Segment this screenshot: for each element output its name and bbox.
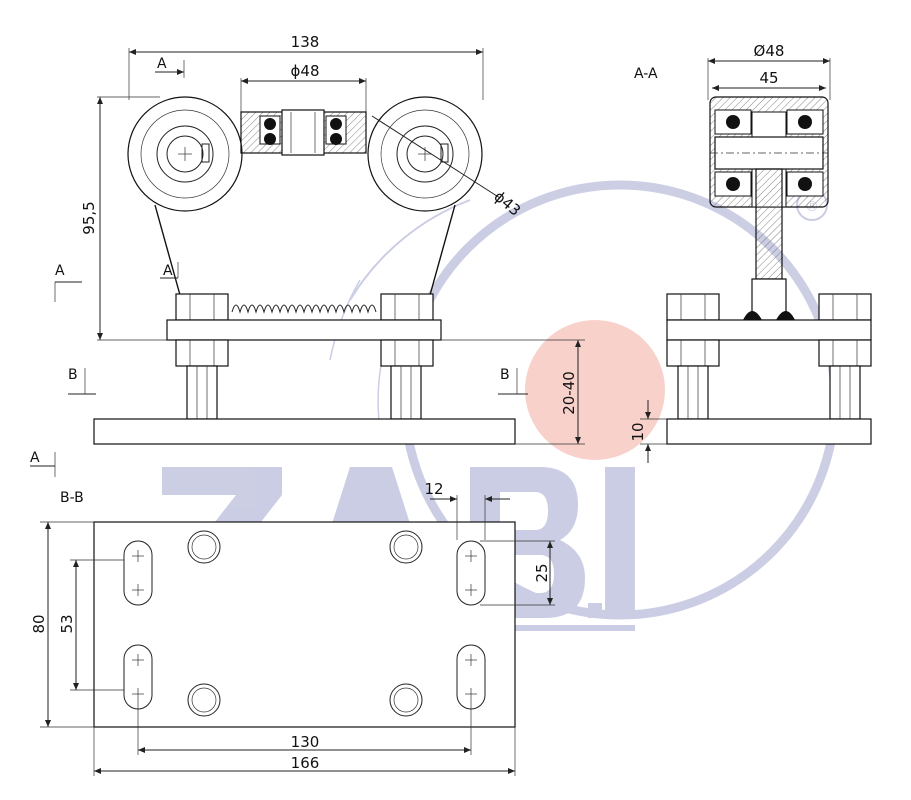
hole-bottom-left [187,683,221,717]
mounting-plate [93,521,516,728]
slot-top-right [456,540,486,606]
watermark-arc-1 [349,199,471,301]
front-view: 138 ϕ48 A 95,5 ϕ43 [30,33,668,477]
carriage-plate [166,319,442,341]
adjust-range-marker [525,320,665,460]
dim-section-width: 45 [759,69,778,87]
upper-nut-left [175,293,229,321]
bolt-right [390,365,422,420]
section-aa-title: A-A [634,66,658,82]
hole-bottom-right [389,683,423,717]
stem [755,168,783,280]
section-aa-view: A-A Ø48 45 [634,42,872,445]
watermark-arc-2 [329,279,361,361]
dim-hole-spacing-horizontal: 130 [291,733,320,751]
dim-total-width: 138 [291,33,320,51]
section-marker-a-bottom: A [30,450,40,466]
dim-height: 95,5 [80,201,98,234]
base-plate-side [666,418,872,445]
lower-nut-right [380,339,434,367]
dim-plate-height: 80 [30,614,48,633]
section-marker-a-top: A [157,56,167,72]
section-bb-view: B-B 12 [30,480,555,776]
spring [231,304,377,314]
watermark-letter-i [605,467,635,618]
section-marker-b-left: B [68,367,78,383]
center-bearing [240,109,367,156]
dim-plate-width: 166 [291,754,320,772]
dim-slot-length: 25 [533,563,551,582]
dim-slot-offset: 12 [424,480,443,498]
upper-nut-right [380,293,434,321]
lower-nut-left [175,339,229,367]
section-bb-title: B-B [60,490,84,506]
dim-section-diameter: Ø48 [754,42,785,60]
hole-top-left [187,530,221,564]
base-plate-front [93,418,516,445]
slot-top-left [123,540,153,606]
dim-hole-spacing-vertical: 53 [58,614,76,633]
section-marker-b-right: B [500,367,510,383]
section-marker-a-left: A [55,263,65,279]
dim-plate-thickness: 10 [629,422,647,441]
hole-top-right [389,530,423,564]
dim-adjust-range: 20-40 [560,371,578,415]
bolt-left [186,365,218,420]
section-marker-a-mid: A [163,263,173,279]
dim-center-wheel: ϕ48 [291,62,320,80]
watermark-dot-3 [588,603,602,618]
